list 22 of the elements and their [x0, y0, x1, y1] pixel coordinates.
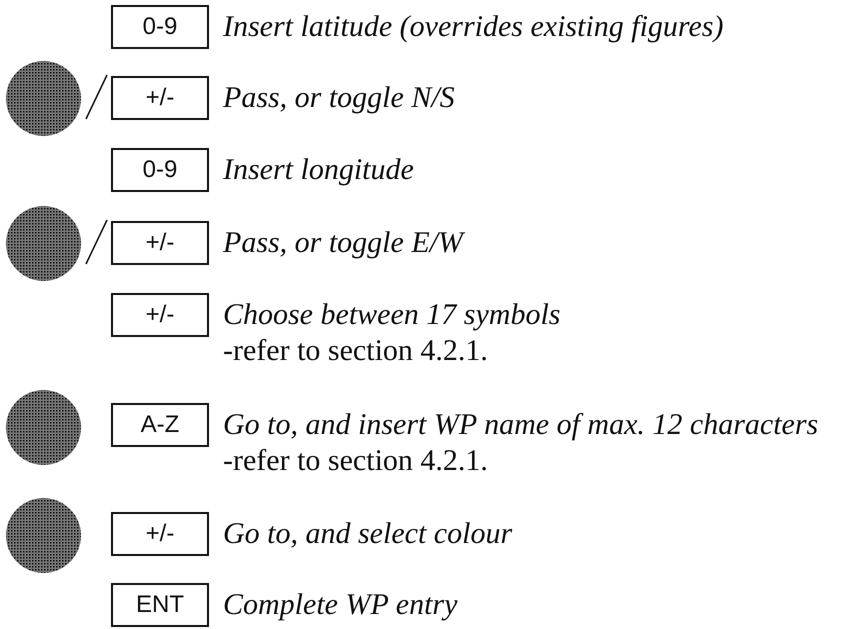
button-symbol [5, 388, 82, 466]
key-description: Insert latitude (overrides existing figures) [223, 9, 724, 45]
section-reference: -refer to section 4.2.1. [223, 333, 488, 369]
key-label: +/- [111, 293, 209, 337]
key-description: Go to, and insert WP name of max. 12 characters [223, 407, 818, 443]
key-description: Pass, or toggle E/W [223, 225, 463, 261]
key-description: Insert longitude [223, 152, 414, 188]
section-reference: -refer to section 4.2.1. [223, 443, 488, 479]
key-label: 0-9 [111, 148, 209, 192]
key-label: ENT [111, 583, 209, 627]
key-label: +/- [111, 76, 209, 120]
key-description: Pass, or toggle N/S [223, 80, 455, 116]
key-label: 0-9 [111, 5, 209, 49]
key-label: A-Z [111, 403, 209, 447]
key-description: Complete WP entry [223, 587, 458, 623]
key-label: +/- [111, 221, 209, 265]
key-description: Choose between 17 symbols [223, 297, 560, 333]
key-description: Go to, and select colour [223, 516, 512, 552]
button-symbol [5, 60, 82, 136]
key-label: +/- [111, 512, 209, 556]
button-symbol [5, 204, 82, 282]
button-symbol [5, 496, 82, 574]
